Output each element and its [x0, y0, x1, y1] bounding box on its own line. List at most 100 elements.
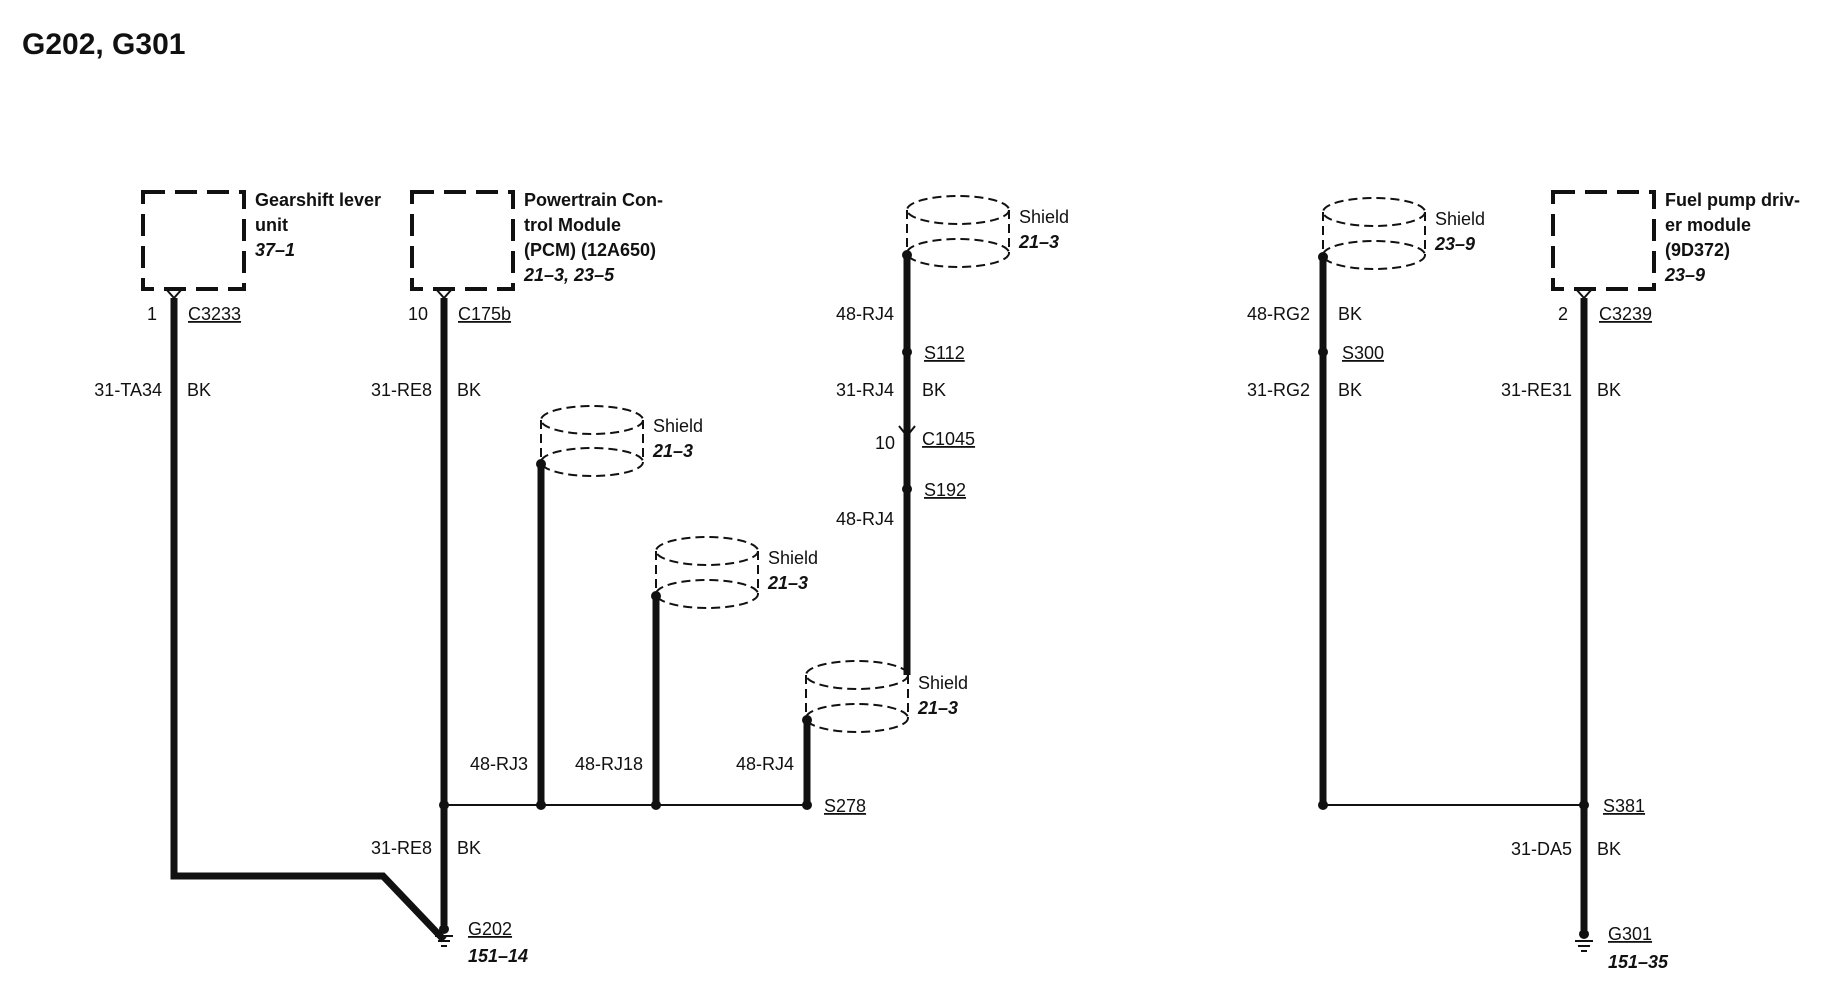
wire-31-rg2-circuit: 31-RG2 [1247, 380, 1310, 400]
fuel-pump-name-line2: er module [1665, 215, 1751, 235]
pcm-module: Powertrain Con- trol Module (PCM) (12A65… [410, 190, 663, 291]
pcm-component-box [410, 190, 515, 291]
shield-1-bottom-ring [540, 447, 644, 477]
ground-g202-ref: 151–14 [468, 946, 528, 966]
ground-g301-ref: 151–35 [1608, 952, 1669, 972]
fuel-pump-component-box [1551, 190, 1656, 291]
shield-1-top-ring [540, 405, 644, 435]
wire-31-ta34-color: BK [187, 380, 211, 400]
fuel-pump-name-line3: (9D372) [1665, 240, 1730, 260]
wire-48-rg2-color: BK [1338, 304, 1362, 324]
page-title: G202, G301 [22, 28, 185, 61]
connector-c175b: 10 C175b [408, 288, 511, 324]
shield-3: Shield 21–3 [805, 660, 968, 733]
wire-31-da5-color: BK [1597, 839, 1621, 859]
connector-c1045-symbol [898, 425, 916, 438]
wire-31-re31-circuit: 31-RE31 [1501, 380, 1572, 400]
wire-31-da5-circuit: 31-DA5 [1511, 839, 1572, 859]
shield-4-bottom-ring [906, 238, 1010, 268]
splice-node-s192 [902, 484, 912, 494]
shield-3-drain-node [802, 715, 812, 725]
wire-48-rg2-circuit: 48-RG2 [1247, 304, 1310, 324]
pcm-ref: 21–3, 23–5 [523, 265, 615, 285]
splice-s112: S112 [924, 343, 965, 363]
splice-s381: S381 [1603, 796, 1645, 816]
connector-c3239-pin: 2 [1558, 304, 1568, 324]
connector-c175b-name: C175b [458, 304, 511, 324]
connector-c1045: 10 C1045 [875, 425, 975, 453]
splice-s278: S278 [824, 796, 866, 816]
wire-31-ta34 [170, 298, 447, 943]
gearshift-lever-unit: Gearshift lever unit 37–1 [141, 190, 381, 291]
shield-4-top-ring [906, 195, 1010, 225]
wire-31-re8-lower-color: BK [457, 838, 481, 858]
connector-c3233-name: C3233 [188, 304, 241, 324]
gearshift-component-box [141, 190, 246, 291]
pcm-name-line3: (PCM) (12A650) [524, 240, 656, 260]
shield-3-label: Shield [918, 673, 968, 693]
connector-c3233-pin: 1 [147, 304, 157, 324]
splice-node-re8 [439, 800, 449, 810]
connector-c1045-pin: 10 [875, 433, 895, 453]
ground-g202-node [439, 924, 449, 934]
wire-31-rj4-color: BK [922, 380, 946, 400]
splice-node-s300 [1318, 347, 1328, 357]
shield-4-ref: 21–3 [1018, 232, 1059, 252]
connector-c175b-pin: 10 [408, 304, 428, 324]
shield-1-drain-node [536, 459, 546, 469]
wire-48-rj3-circuit: 48-RJ3 [470, 754, 528, 774]
ground-g301-node [1579, 929, 1589, 939]
shield-3-ref: 21–3 [917, 698, 958, 718]
fuel-pump-name-line1: Fuel pump driv- [1665, 190, 1800, 210]
shield-1-label: Shield [653, 416, 703, 436]
splice-node-rg2 [1318, 800, 1328, 810]
ground-g202: G202 151–14 [435, 919, 528, 966]
wire-48-rj4-top-circuit: 48-RJ4 [836, 304, 894, 324]
gearshift-name-line2: unit [255, 215, 288, 235]
connector-c3233: 1 C3233 [147, 288, 241, 324]
splice-s192: S192 [924, 480, 966, 500]
wire-31-rj4-circuit: 31-RJ4 [836, 380, 894, 400]
ground-g301: G301 151–35 [1575, 924, 1669, 972]
fuel-pump-ref: 23–9 [1664, 265, 1705, 285]
ground-g301-name: G301 [1608, 924, 1652, 944]
wire-31-rg2-color: BK [1338, 380, 1362, 400]
shield-4-drain-node [902, 250, 912, 260]
shield-4-label: Shield [1019, 207, 1069, 227]
wire-48-rj4-mid-circuit: 48-RJ4 [836, 509, 894, 529]
shield-5-bottom-ring [1322, 240, 1426, 270]
pcm-name-line1: Powertrain Con- [524, 190, 663, 210]
shield-5-label: Shield [1435, 209, 1485, 229]
shield-1-ref: 21–3 [652, 441, 693, 461]
shield-3-bottom-ring [805, 703, 909, 733]
gearshift-ref: 37–1 [255, 240, 295, 260]
shield-5: Shield 23–9 [1322, 197, 1485, 270]
wire-31-ta34-circuit: 31-TA34 [94, 380, 162, 400]
wire-31-re31-color: BK [1597, 380, 1621, 400]
shield-2-label: Shield [768, 548, 818, 568]
splice-node-s381 [1579, 800, 1589, 810]
ground-g202-name: G202 [468, 919, 512, 939]
wire-31-re8-lower-circuit: 31-RE8 [371, 838, 432, 858]
shield-2-bottom-ring [655, 579, 759, 609]
wire-48-rj18-circuit: 48-RJ18 [575, 754, 643, 774]
connector-c3239: 2 C3239 [1558, 288, 1652, 324]
shield-1: Shield 21–3 [540, 405, 703, 477]
wire-31-re8-circuit: 31-RE8 [371, 380, 432, 400]
pcm-name-line2: trol Module [524, 215, 621, 235]
shield-5-ref: 23–9 [1434, 234, 1475, 254]
splice-node-s112 [902, 347, 912, 357]
shield-2: Shield 21–3 [655, 536, 818, 609]
fuel-pump-driver-module: Fuel pump driv- er module (9D372) 23–9 [1551, 190, 1800, 291]
gearshift-name-line1: Gearshift lever [255, 190, 381, 210]
connector-c3239-name: C3239 [1599, 304, 1652, 324]
shield-2-ref: 21–3 [767, 573, 808, 593]
wire-48-rj4-lower-circuit: 48-RJ4 [736, 754, 794, 774]
wire-31-re8-color: BK [457, 380, 481, 400]
shield-3-top-ring [805, 660, 909, 690]
shield-2-top-ring [655, 536, 759, 566]
shield-4: Shield 21–3 [906, 195, 1069, 268]
shield-2-drain-node [651, 591, 661, 601]
shield-5-top-ring [1322, 197, 1426, 227]
